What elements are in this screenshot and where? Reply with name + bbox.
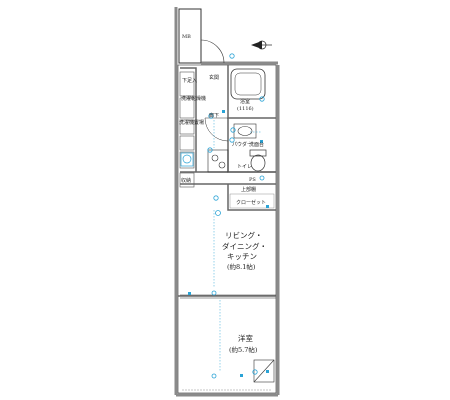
outlet-icon — [207, 53, 265, 375]
powder-room-label: パウダー — [232, 141, 252, 148]
ldk-label-line1: リビング・ — [225, 230, 263, 240]
mb-label: MB — [182, 34, 191, 40]
entrance-label: 玄関 — [209, 74, 219, 81]
laundry-dryer-label: 洗濯乾燥機 — [181, 95, 206, 102]
outer-walls — [174, 7, 280, 397]
ldk-label-line2: ダイニング・ — [222, 241, 267, 251]
toilet-fixture — [249, 149, 267, 172]
bath-label: 浴室 — [240, 98, 250, 105]
wash-basin-label: 洗面台 — [249, 141, 264, 148]
washing-space-label: 洗濯機置場 — [179, 119, 204, 126]
entry-door — [200, 39, 225, 64]
western-closet — [253, 359, 275, 383]
ldk-size-label: (約8.1帖) — [227, 262, 256, 271]
wash-basin — [233, 123, 257, 139]
closet-top-label: 上部棚 — [241, 186, 256, 193]
ps-label: PS — [249, 177, 256, 183]
hall-door — [204, 117, 229, 142]
hallway-label: 廊下 — [209, 112, 219, 119]
western-room-label: 洋室 — [238, 333, 253, 343]
bathtub — [230, 68, 266, 100]
toilet-label: トイレ — [237, 164, 252, 170]
ldk-label-line3: キッチン — [227, 252, 257, 261]
switch-markers — [188, 110, 269, 377]
western-room-size-label: (約5.7帖) — [229, 345, 258, 354]
kitchen-counter — [207, 149, 229, 173]
ceiling-light-icon — [211, 175, 265, 379]
shoe-box-label: 下足入 — [182, 78, 197, 84]
mb-box — [178, 8, 202, 64]
bath-size-label: (1116) — [237, 105, 254, 112]
north-arrow-icon — [251, 40, 272, 50]
storage-label: 収納 — [181, 177, 191, 184]
closet-label: クローゼット — [236, 199, 266, 206]
